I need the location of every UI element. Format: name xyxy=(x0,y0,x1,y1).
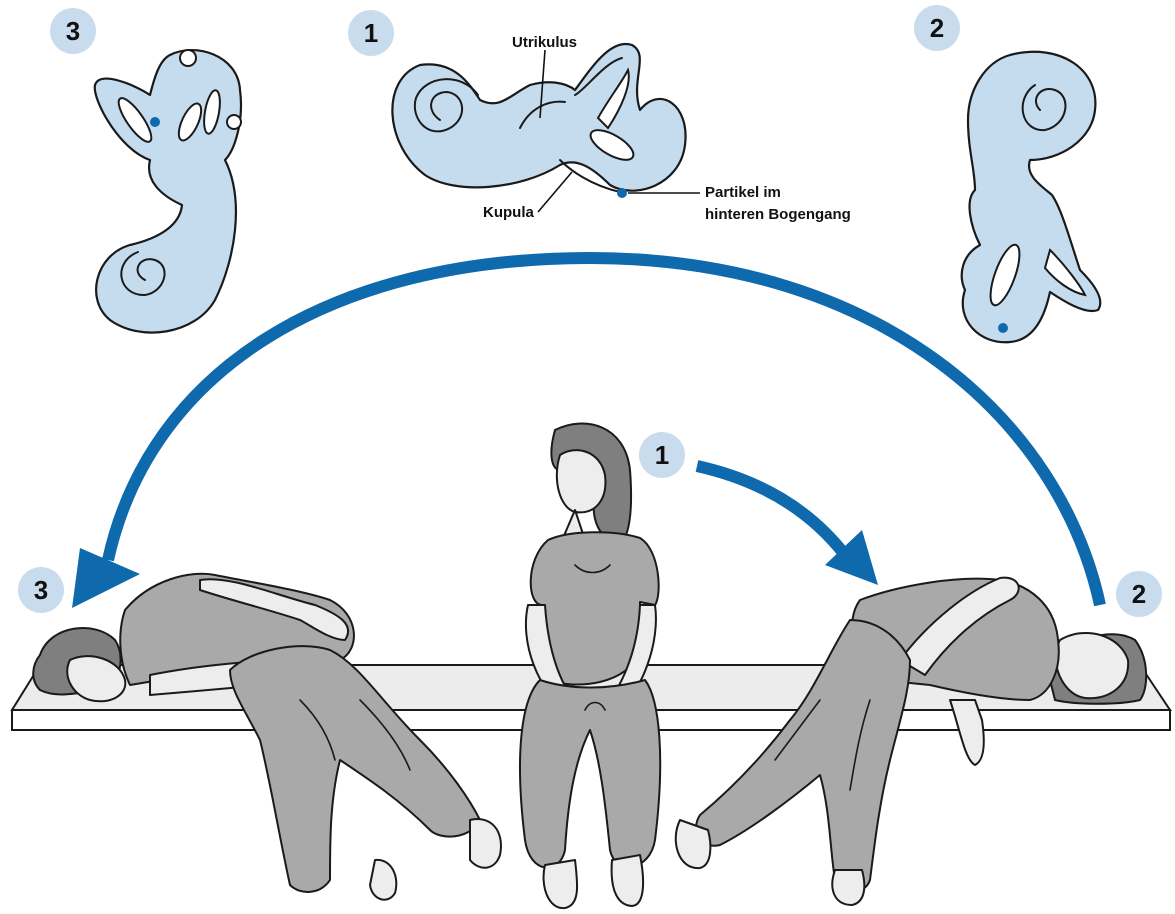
label-partikel-line2: hinteren Bogengang xyxy=(705,206,851,223)
inner-ear-diagram-2 xyxy=(962,52,1101,342)
step-badge-ear-2: 2 xyxy=(914,5,960,51)
step-badge-person-1: 1 xyxy=(639,432,685,478)
particle-dot-3 xyxy=(150,117,160,127)
patient-lying-left xyxy=(33,574,501,900)
inner-ear-diagram-3 xyxy=(95,50,241,333)
step-badge-ear-1: 1 xyxy=(348,10,394,56)
patient-lying-right xyxy=(676,578,1146,905)
svg-text:3: 3 xyxy=(66,16,80,46)
step-badge-person-2: 2 xyxy=(1116,571,1162,617)
particle-dot-1 xyxy=(617,188,627,198)
patient-sitting xyxy=(520,423,660,908)
svg-text:1: 1 xyxy=(655,440,669,470)
step-badge-ear-3: 3 xyxy=(50,8,96,54)
label-partikel-line1: Partikel im xyxy=(705,184,781,201)
label-kupula: Kupula xyxy=(483,204,534,221)
svg-text:3: 3 xyxy=(34,575,48,605)
particle-dot-2 xyxy=(998,323,1008,333)
svg-text:2: 2 xyxy=(1132,579,1146,609)
svg-text:1: 1 xyxy=(364,18,378,48)
inner-ear-diagram-1: Utrikulus Kupula Partikel im hinteren Bo… xyxy=(392,34,850,223)
step-badge-person-3: 3 xyxy=(18,567,64,613)
svg-text:2: 2 xyxy=(930,13,944,43)
label-utrikulus: Utrikulus xyxy=(512,34,577,51)
arrow-right-down-curved-icon xyxy=(697,466,845,555)
